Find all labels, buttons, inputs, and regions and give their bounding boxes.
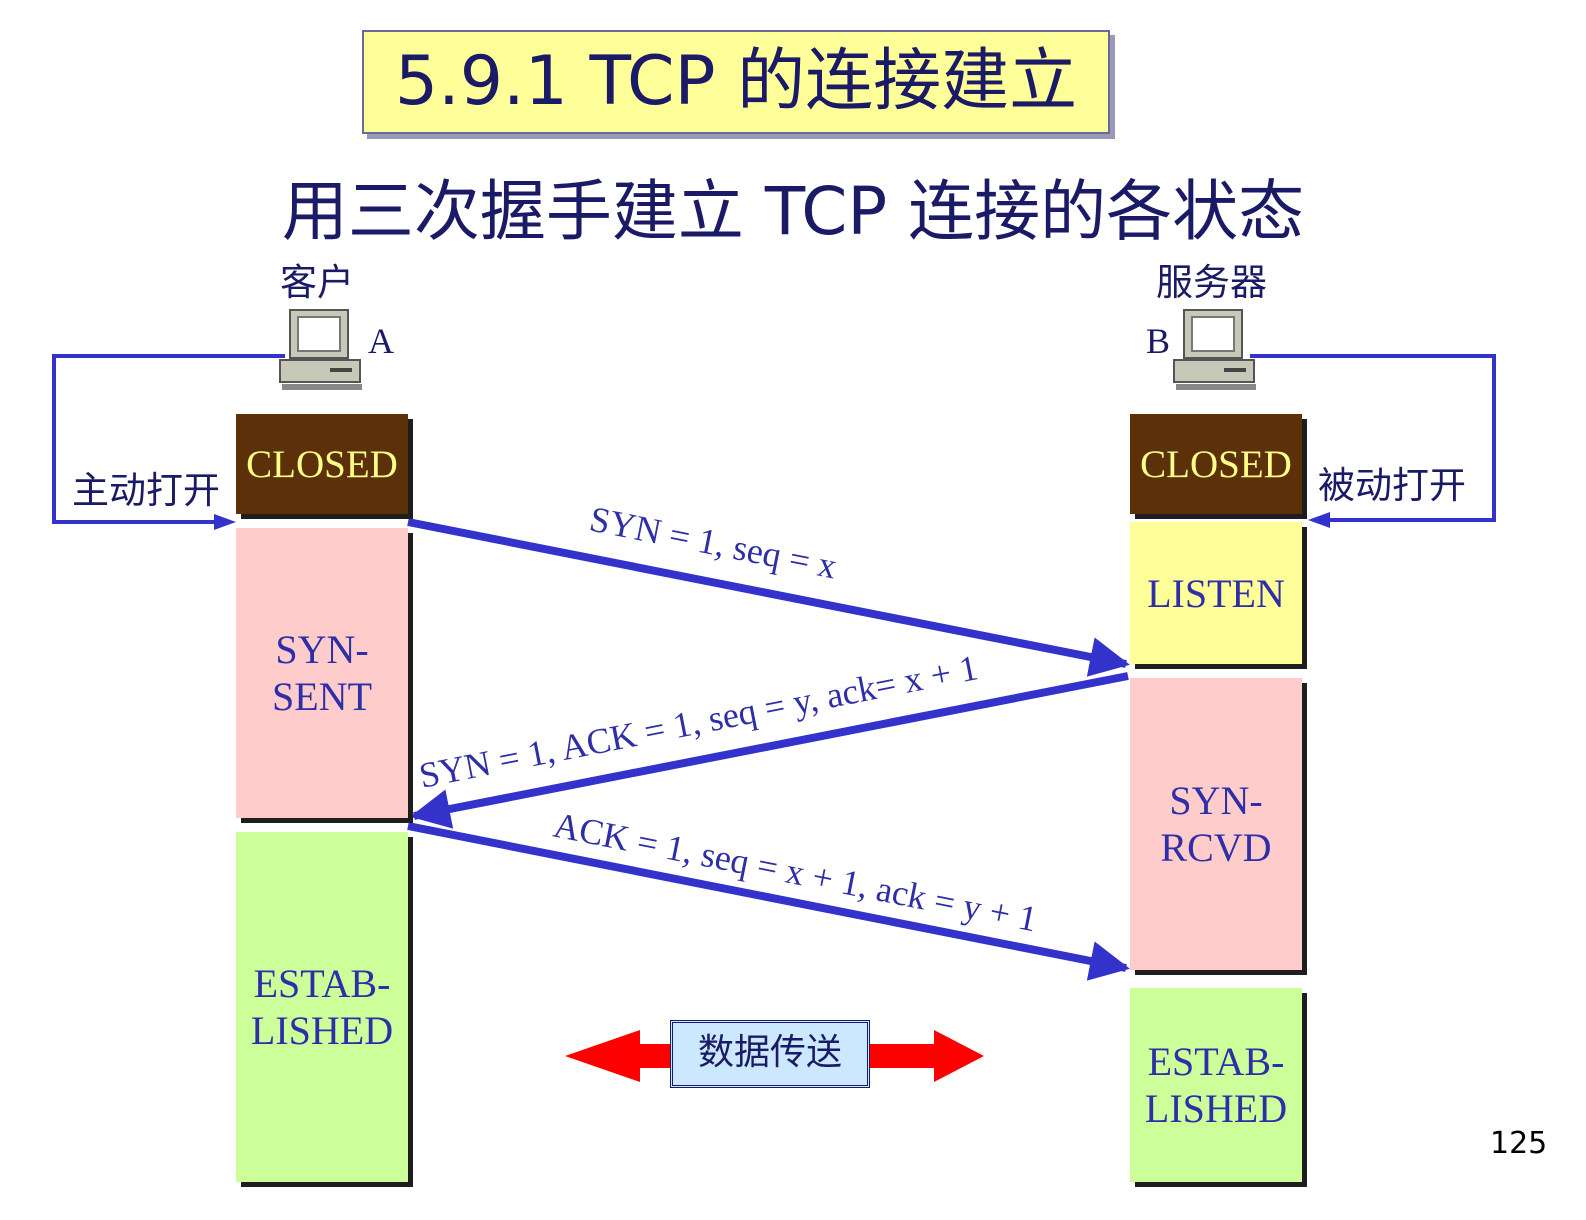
server-computer-icon — [1173, 309, 1256, 390]
subtitle: 用三次握手建立 TCP 连接的各状态 — [281, 173, 1305, 250]
title-box — [362, 30, 1110, 134]
data-transfer-arrow — [565, 1030, 984, 1082]
syn-arrow — [407, 518, 1130, 677]
client-state-closed: CLOSED — [236, 414, 408, 514]
client-state-syn-sent: SYN- SENT — [236, 528, 408, 818]
client-state-established: ESTAB- LISHED — [236, 832, 408, 1182]
active-open-label: 主动打开 — [72, 469, 220, 512]
client-letter: A — [368, 321, 394, 361]
client-label: 客户 — [280, 261, 354, 304]
client-computer-icon — [279, 309, 362, 390]
passive-open-connector — [1250, 354, 1496, 528]
data-transfer-label: 数据传送 — [670, 1020, 870, 1088]
server-letter: B — [1146, 321, 1171, 361]
server-label: 服务器 — [1156, 261, 1267, 304]
active-open-connector — [52, 354, 285, 530]
server-state-closed: CLOSED — [1130, 414, 1302, 514]
server-state-syn-rcvd: SYN- RCVD — [1130, 678, 1302, 970]
syn-message-label: SYN = 1, seq = x — [586, 499, 840, 587]
page-number: 125 — [1490, 1126, 1548, 1161]
server-state-listen: LISTEN — [1130, 522, 1302, 664]
syn-ack-arrow — [410, 672, 1129, 829]
passive-open-label: 被动打开 — [1318, 464, 1466, 507]
ack-arrow — [407, 822, 1130, 981]
page-title: 5.9.1 TCP 的连接建立 — [394, 42, 1078, 121]
server-state-established: ESTAB- LISHED — [1130, 988, 1302, 1182]
